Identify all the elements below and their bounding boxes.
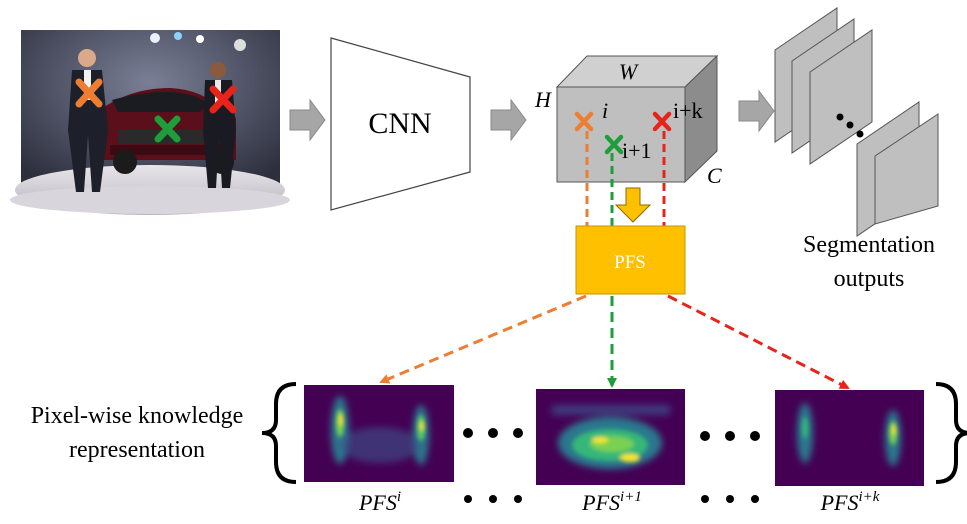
pixelwise-label-line2: representation bbox=[69, 437, 205, 463]
heatmap-2 bbox=[536, 389, 685, 485]
cross-x-icon bbox=[209, 85, 237, 114]
map-3-caption: PFSi+k bbox=[820, 489, 880, 515]
cnn-label: CNN bbox=[368, 107, 431, 140]
tensor-channel-label: C bbox=[707, 163, 722, 188]
pfs-box bbox=[575, 225, 686, 295]
index-i-label: i bbox=[602, 98, 608, 123]
dots-icon bbox=[463, 428, 523, 438]
cross-x-icon bbox=[154, 115, 181, 143]
dots-icon bbox=[464, 495, 522, 503]
arrow-to-map-1 bbox=[379, 294, 587, 384]
feature-tensor bbox=[555, 54, 719, 184]
left-brace bbox=[261, 382, 297, 484]
pfs-box-label: PFS bbox=[614, 252, 646, 273]
pixelwise-label-line1: Pixel-wise knowledge bbox=[31, 403, 244, 429]
block-arrow-icon bbox=[738, 89, 775, 133]
map-2-superscript: i+1 bbox=[620, 489, 642, 505]
heatmap-1 bbox=[304, 385, 454, 482]
index-ik-label: i+k bbox=[673, 98, 703, 123]
segmentation-label-line1: Segmentation bbox=[803, 232, 935, 258]
map-1-superscript: i bbox=[397, 489, 401, 505]
cross-x-icon bbox=[604, 134, 624, 155]
dots-icon bbox=[701, 495, 759, 503]
down-arrow-icon bbox=[614, 187, 652, 223]
tensor-width-label: W bbox=[619, 59, 639, 84]
heatmap-3 bbox=[775, 390, 924, 486]
map-3-superscript: i+k bbox=[858, 489, 879, 505]
cross-x-icon bbox=[574, 111, 594, 132]
segmentation-stack bbox=[774, 7, 939, 237]
right-brace bbox=[935, 382, 967, 484]
cnn-block bbox=[330, 37, 471, 211]
cross-x-icon bbox=[652, 111, 672, 132]
block-arrow-icon bbox=[289, 98, 326, 142]
block-arrow-icon bbox=[490, 98, 527, 142]
dots-icon bbox=[700, 431, 760, 441]
index-i1-label: i+1 bbox=[622, 138, 652, 163]
map-2-caption: PFSi+1 bbox=[581, 489, 642, 515]
cross-x-icon bbox=[75, 78, 103, 108]
segmentation-label-line2: outputs bbox=[834, 266, 905, 292]
input-photo bbox=[10, 30, 290, 215]
arrow-to-map-3 bbox=[667, 294, 850, 390]
tensor-height-label: H bbox=[534, 87, 552, 112]
map-1-caption: PFSi bbox=[358, 489, 401, 515]
